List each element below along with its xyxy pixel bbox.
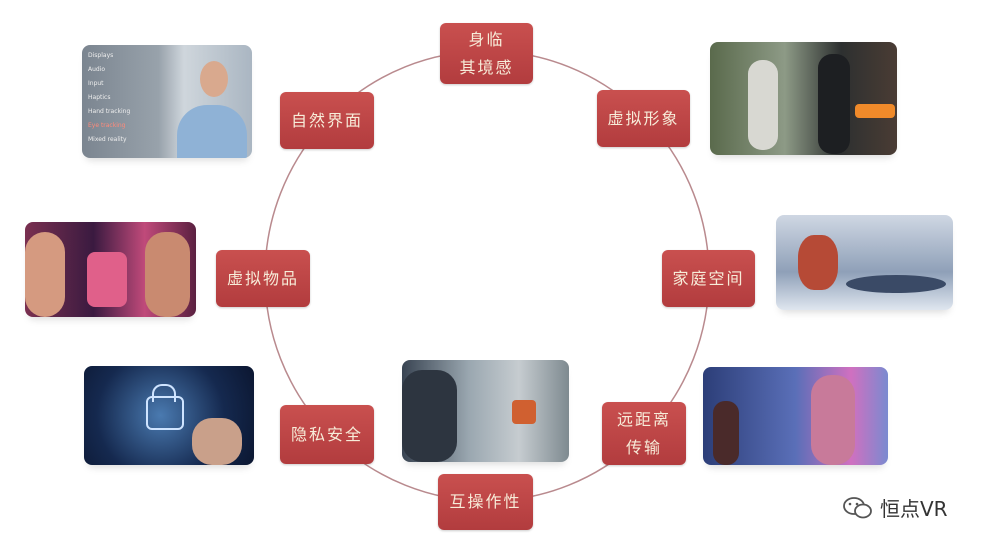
settings-menu: Displays Audio Input Haptics Hand tracki… [88, 52, 131, 143]
virtual-goods-image [25, 222, 196, 317]
natural-interface-image: Displays Audio Input Haptics Hand tracki… [82, 45, 252, 158]
avatar-image [710, 42, 897, 155]
privacy-image [84, 366, 254, 465]
node-natural-interface: 自然界面 [280, 92, 374, 149]
watermark: 恒点VR [842, 493, 948, 522]
node-immersion: 身临 其境感 [440, 23, 533, 84]
node-avatar: 虚拟形象 [597, 90, 690, 147]
lock-icon [146, 396, 184, 430]
person-head [200, 61, 228, 97]
node-teleport: 远距离 传输 [602, 402, 686, 465]
node-privacy: 隐私安全 [280, 405, 374, 464]
node-virtual-goods: 虚拟物品 [216, 250, 310, 307]
home-space-image [776, 215, 953, 310]
interop-image [402, 360, 569, 462]
wechat-icon [843, 496, 872, 518]
node-interop: 互操作性 [438, 474, 533, 530]
teleport-image [703, 367, 888, 465]
node-home-space: 家庭空间 [662, 250, 755, 307]
person-figure [177, 105, 247, 158]
